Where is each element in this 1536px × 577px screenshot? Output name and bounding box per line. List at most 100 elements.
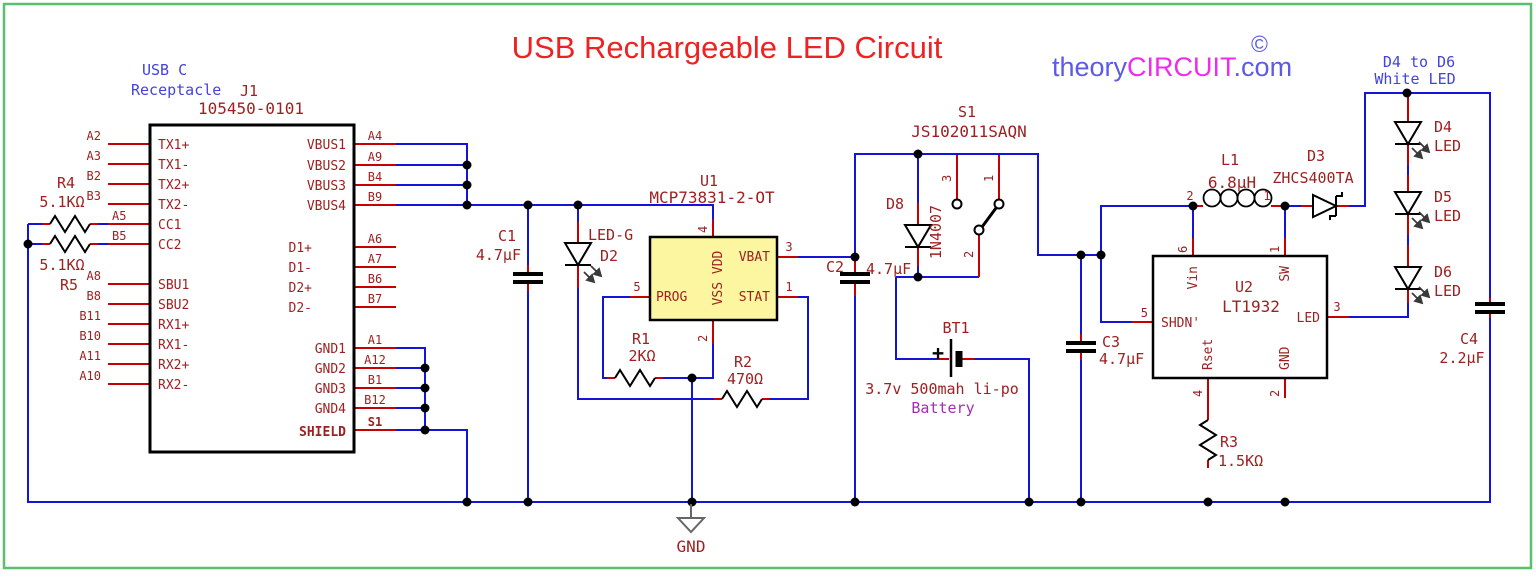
pin-name: D1+ [289, 241, 313, 256]
pin-name-shield: SHIELD [299, 425, 346, 440]
component-l1-inductor: L1 6.8μH 2 1 [1186, 151, 1273, 208]
r2-ref: R2 [734, 353, 752, 371]
page-title: USB Rechargeable LED Circuit [512, 30, 943, 65]
u1-ref: U1 [700, 172, 718, 190]
u2-body [1151, 254, 1329, 380]
pin-num: A10 [79, 369, 101, 383]
c3-ref: C3 [1102, 333, 1120, 351]
d6-triangle [1393, 266, 1423, 291]
component-d4-led: D4 LED [1393, 118, 1461, 160]
pin-num: A1 [368, 333, 382, 347]
u1-num-3: 3 [785, 240, 792, 254]
bt1-ref: BT1 [942, 319, 969, 337]
d2-ref: D2 [600, 247, 618, 265]
component-j1-usbc: USB C Receptacle J1 105450-0101 A2 A3 B2… [79, 61, 386, 454]
s1-contact-1 [993, 198, 1005, 210]
component-u2-driver: U2 LT1932 Vin SW SHDN' LED Rset GND 6 1 … [1141, 246, 1341, 397]
pin-name: CC1 [158, 218, 181, 233]
d2-value: LED-G [588, 226, 633, 244]
component-r2: R2 470Ω [721, 353, 763, 409]
led-note-line1: D4 to D6 [1383, 53, 1455, 71]
u1-pin-vbat: VBAT [739, 250, 770, 265]
component-r5: 5.1KΩ R5 [39, 234, 91, 294]
d5-triangle [1393, 191, 1423, 216]
pin-num: B9 [368, 190, 382, 204]
pin-num: A8 [87, 269, 101, 283]
wires [27, 92, 1491, 503]
pin-num: B4 [368, 170, 382, 184]
component-r4: R4 5.1KΩ [39, 174, 91, 234]
pin-num: A7 [368, 252, 382, 266]
u2-num-1: 1 [1268, 246, 1282, 253]
pin-num: B8 [87, 289, 101, 303]
d3-ref: D3 [1307, 147, 1325, 165]
u2-ref: U2 [1235, 278, 1253, 296]
c4-ref: C4 [1460, 330, 1478, 348]
led-note-line2: White LED [1374, 70, 1455, 88]
pin-num: B1 [368, 373, 382, 387]
pin-name: D2- [289, 301, 312, 316]
d8-ref: D8 [886, 195, 904, 213]
branding-logo: theoryCIRCUIT.com [1052, 52, 1292, 82]
r5-value: 5.1KΩ [39, 256, 84, 274]
u2-num-6: 6 [1176, 246, 1190, 253]
component-u1-charger: U1 MCP73831-2-OT VSS VDD VBAT PROG STAT … [633, 172, 792, 342]
r2-value: 470Ω [727, 370, 763, 388]
s1-num-1: 1 [982, 175, 996, 182]
d6-value: LED [1434, 282, 1461, 300]
pin-name: VBUS2 [307, 159, 346, 174]
r5-ref: R5 [60, 276, 78, 294]
s1-contact-3 [951, 198, 963, 210]
component-d2-led: LED-G D2 [563, 226, 633, 284]
pin-num: B7 [368, 292, 382, 306]
pin-name: GND1 [315, 342, 346, 357]
d3-triangle [1312, 193, 1339, 219]
c3-value: 4.7μF [1099, 350, 1144, 368]
component-d5-led: D5 LED [1393, 188, 1461, 230]
d2-emission-arrows [583, 265, 603, 284]
u1-pin-stat: STAT [739, 290, 770, 305]
s1-common-2 [973, 224, 985, 236]
copyright-icon: © [1251, 31, 1268, 57]
c3-plates [1066, 341, 1096, 353]
bt1-value: 3.7v 500mah li-po [865, 380, 1019, 398]
u2-num-4: 4 [1191, 390, 1205, 397]
pin-num: B5 [112, 229, 126, 243]
r1-zigzag [614, 368, 656, 388]
d3-schottky-bar [1329, 192, 1343, 220]
j1-part: 105450-0101 [198, 99, 304, 118]
component-c1: C1 4.7μF [476, 227, 543, 284]
pin-name: GND2 [315, 362, 346, 377]
component-c3: C3 4.7μF [1066, 333, 1144, 368]
j1-ref: J1 [240, 82, 258, 100]
component-d3-schottky: D3 ZHCS400TA [1272, 147, 1354, 220]
pin-num: A12 [364, 353, 386, 367]
bt1-plus-sign: + [932, 341, 944, 365]
l1-num-2: 2 [1186, 189, 1193, 203]
brand-theory: theory [1052, 52, 1128, 82]
d4-value: LED [1434, 137, 1461, 155]
r4-zigzag [49, 214, 91, 234]
c2-plates [840, 272, 870, 284]
pin-num: B6 [368, 272, 382, 286]
pin-name: TX1- [158, 158, 189, 173]
component-bt1-battery: + BT1 3.7v 500mah li-po Battery [865, 319, 1019, 417]
pin-num: B2 [87, 169, 101, 183]
u1-num-5: 5 [633, 280, 640, 294]
d5-value: LED [1434, 207, 1461, 225]
d8-triangle [903, 224, 933, 249]
pin-name: VBUS3 [307, 179, 346, 194]
s1-ref: S1 [958, 103, 976, 121]
pin-num-shield: S1 [368, 415, 382, 429]
pin-num: B12 [364, 393, 386, 407]
l1-value: 6.8μH [1208, 173, 1256, 192]
pin-num: A9 [368, 150, 382, 164]
u2-pin-rset: Rset [1201, 339, 1216, 370]
u1-part: MCP73831-2-OT [649, 188, 775, 207]
u2-num-3: 3 [1333, 300, 1340, 314]
r3-ref: R3 [1220, 433, 1238, 451]
pin-name: RX1+ [158, 318, 189, 333]
